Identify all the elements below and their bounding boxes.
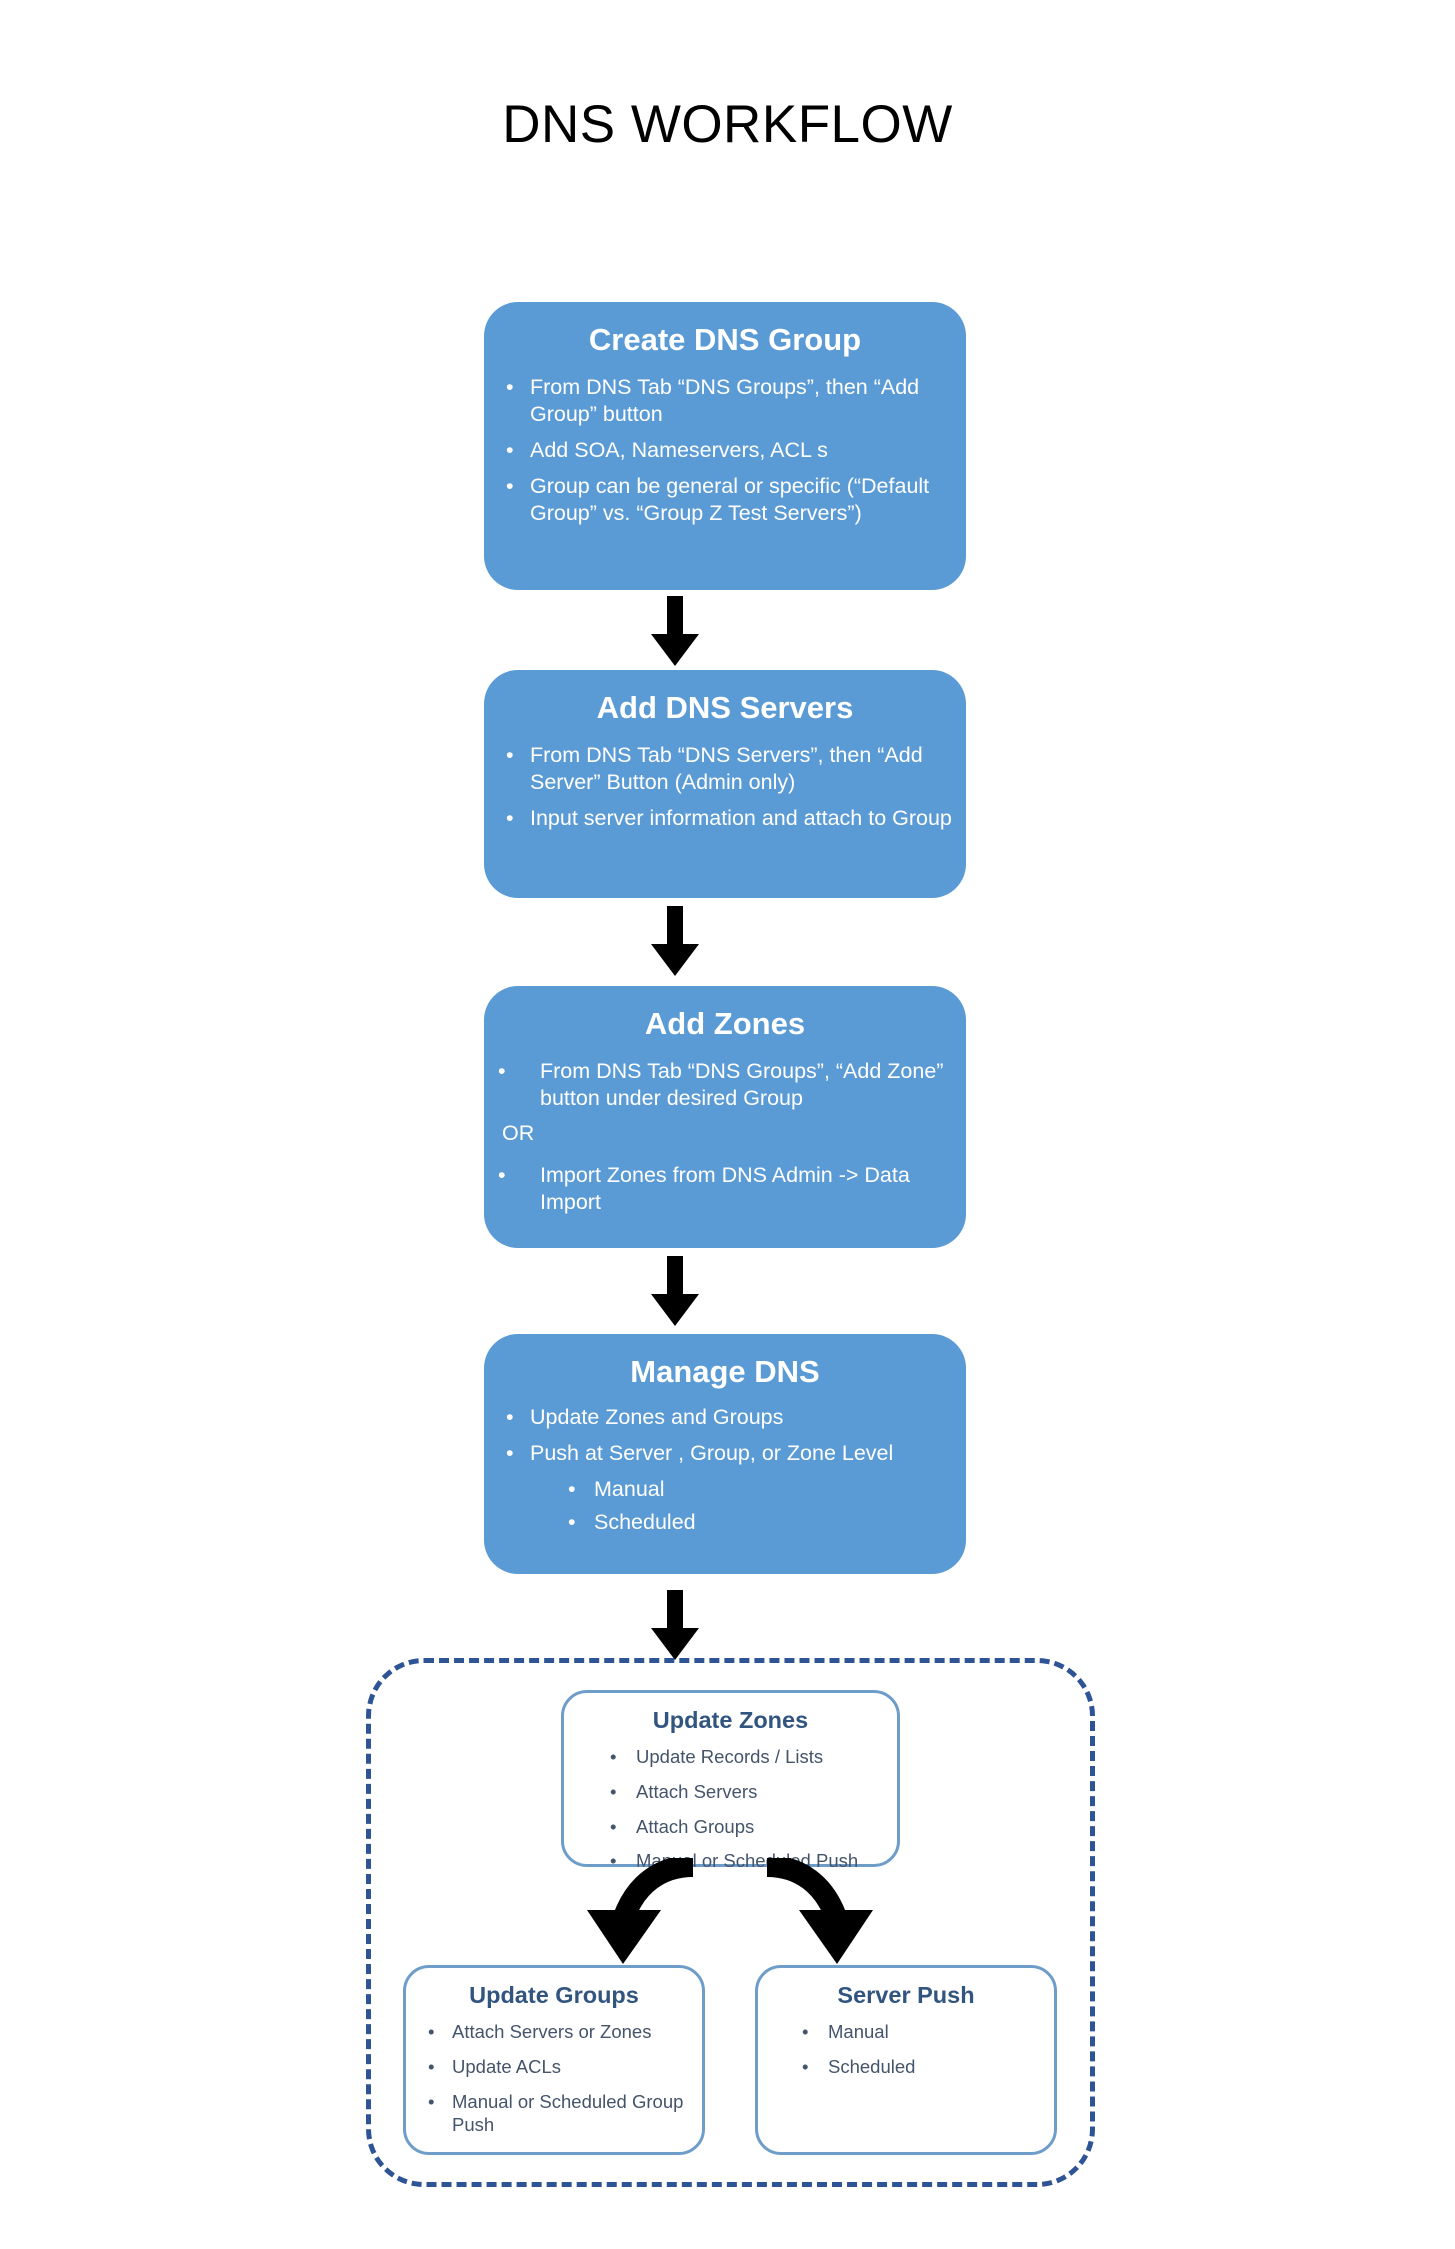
- detail-box-server-push: Server Push • Manual • Scheduled: [755, 1965, 1057, 2155]
- bullet-text: Group can be general or specific (“Defau…: [530, 473, 930, 525]
- step-box-add-dns-servers: Add DNS Servers • From DNS Tab “DNS Serve…: [484, 670, 966, 898]
- bullet-text: Scheduled: [594, 1509, 696, 1534]
- list-item: • Scheduled: [802, 2055, 1054, 2079]
- step-box-manage-dns: Manage DNS • Update Zones and Groups • Pus…: [484, 1334, 966, 1574]
- step-bullet-list-add-dns-servers: • From DNS Tab “DNS Servers”, then “Add S…: [506, 742, 966, 832]
- bullet-glyph-icon: •: [610, 1850, 617, 1872]
- bullet-glyph-icon: •: [506, 1404, 514, 1429]
- bullet-text: Scheduled: [828, 2055, 916, 2077]
- list-item: • Attach Servers or Zones: [428, 2020, 702, 2044]
- step-sub-bullet-list-manage-dns: • Manual • Scheduled: [568, 1476, 966, 1536]
- bullet-text: From DNS Tab “DNS Groups”, then “Add Gro…: [530, 374, 920, 426]
- bullet-glyph-icon: •: [506, 742, 514, 767]
- step-title-create-dns-group: Create DNS Group: [588, 322, 862, 357]
- step-title-manage-dns: Manage DNS: [630, 1354, 820, 1389]
- list-item: • Manual: [802, 2020, 1054, 2044]
- bullet-text: Push at Server , Group, or Zone Level: [530, 1440, 894, 1465]
- list-item: • Import Zones from DNS Admin -> Data Imp…: [498, 1162, 966, 1216]
- bullet-glyph-icon: •: [428, 2021, 435, 2043]
- detail-bullet-list-update-zones: •Update Records / Lists •Attach Servers …: [610, 1745, 897, 1873]
- detail-bullet-list-update-groups: • Attach Servers or Zones • Update ACLs • M…: [428, 2020, 702, 2137]
- bullet-text: Manual or Scheduled Group Push: [452, 2090, 684, 2136]
- list-item: • Attach Groups: [610, 1815, 897, 1839]
- detail-title-server-push: Server Push: [837, 1982, 975, 2008]
- step-box-add-zones: Add Zones • From DNS Tab “DNS Groups”, “A…: [484, 986, 966, 1248]
- bullet-text: Add SOA, Nameservers, ACL s: [530, 437, 828, 462]
- page-title: DNS WORKFLOW: [502, 95, 953, 154]
- bullet-text: Import Zones from DNS Admin -> Data Impo…: [540, 1162, 910, 1214]
- flow-arrow-down-icon: [649, 1590, 701, 1664]
- bullet-glyph-icon: •: [610, 1815, 617, 1837]
- bullet-text: Manual: [594, 1476, 665, 1501]
- bullet-glyph-icon: •: [610, 1780, 617, 1802]
- bullet-text: Update Records / Lists: [636, 1746, 824, 1768]
- bullet-text: Attach Servers: [636, 1780, 758, 1802]
- list-item: • Scheduled: [568, 1509, 966, 1536]
- list-item: • Attach Servers: [610, 1780, 897, 1804]
- bullet-glyph-icon: •: [610, 1746, 617, 1768]
- bullet-text: Attach Groups: [636, 1815, 755, 1837]
- bullet-glyph-icon: •: [506, 374, 514, 399]
- step-bullet-list-create-dns-group: • From DNS Tab “DNS Groups”, then “Add Gr…: [506, 374, 966, 527]
- bullet-glyph-icon: •: [498, 1058, 506, 1083]
- bullet-glyph-icon: •: [506, 805, 514, 830]
- bullet-text: Update ACLs: [452, 2055, 562, 2077]
- bullet-glyph-icon: •: [568, 1476, 576, 1501]
- detail-title-update-groups: Update Groups: [469, 1982, 639, 2008]
- detail-box-update-zones: Update Zones • Update Records / Lists • At…: [561, 1690, 900, 1871]
- list-item: • From DNS Tab “DNS Groups”, “Add Zone” b…: [498, 1058, 966, 1112]
- bullet-text: From DNS Tab “DNS Servers”, then “Add Se…: [530, 742, 923, 794]
- list-item: • Manual or Scheduled Group Push: [428, 2090, 702, 2137]
- flow-arrow-curved-right-icon: [755, 1855, 895, 1978]
- step-separator-or: OR: [502, 1120, 535, 1145]
- step-title-add-dns-servers: Add DNS Servers: [596, 690, 854, 725]
- list-item: • From DNS Tab “DNS Servers”, then “Add S…: [506, 742, 966, 796]
- step-bullet-list-manage-dns: • Update Zones and Groups • Push at Server…: [506, 1404, 966, 1467]
- list-item: • Update ACLs: [428, 2055, 702, 2079]
- detail-box-update-groups: Update Groups • Attach Servers or Zones •…: [403, 1965, 705, 2155]
- flow-arrow-curved-left-icon: [565, 1855, 705, 1978]
- bullet-glyph-icon: •: [802, 2055, 809, 2077]
- list-item: • Manual: [568, 1476, 966, 1503]
- detail-group-dashed-container: [366, 1658, 1095, 2187]
- detail-bullet-list-server-push: • Manual • Scheduled: [802, 2020, 1054, 2079]
- detail-title-update-zones: Update Zones: [652, 1707, 809, 1733]
- step-bullet-list-add-zones-before: • From DNS Tab “DNS Groups”, “Add Zone” b…: [498, 1058, 966, 1112]
- bullet-glyph-icon: •: [506, 437, 514, 462]
- bullet-glyph-icon: •: [498, 1162, 506, 1187]
- list-item: • Update Zones and Groups: [506, 1404, 966, 1431]
- list-item: • Input server information and attach to …: [506, 805, 966, 832]
- bullet-text: Manual: [828, 2021, 889, 2043]
- list-item: • Add SOA, Nameservers, ACL s: [506, 437, 966, 464]
- flow-arrow-down-icon: [649, 596, 701, 670]
- bullet-text: Attach Servers or Zones: [452, 2021, 652, 2043]
- list-item: • Update Records / Lists: [610, 1745, 897, 1769]
- bullet-glyph-icon: •: [428, 2090, 435, 2112]
- step-bullet-list-add-zones-after: • Import Zones from DNS Admin -> Data Imp…: [498, 1162, 966, 1216]
- step-box-create-dns-group: Create DNS Group • From DNS Tab “DNS Grou…: [484, 302, 966, 590]
- flow-arrow-down-icon: [649, 906, 701, 980]
- step-title-add-zones: Add Zones: [644, 1006, 806, 1041]
- bullet-glyph-icon: •: [568, 1509, 576, 1534]
- list-item: • Push at Server , Group, or Zone Level: [506, 1440, 966, 1467]
- bullet-text: Input server information and attach to G…: [530, 805, 952, 830]
- flow-arrow-down-icon: [649, 1256, 701, 1330]
- bullet-text: From DNS Tab “DNS Groups”, “Add Zone” bu…: [540, 1058, 944, 1110]
- bullet-glyph-icon: •: [506, 473, 514, 498]
- list-item: • Group can be general or specific (“Defa…: [506, 473, 966, 527]
- bullet-glyph-icon: •: [428, 2055, 435, 2077]
- bullet-text: Update Zones and Groups: [530, 1404, 784, 1429]
- list-item: • From DNS Tab “DNS Groups”, then “Add Gr…: [506, 374, 966, 428]
- bullet-glyph-icon: •: [506, 1440, 514, 1465]
- bullet-glyph-icon: •: [802, 2021, 809, 2043]
